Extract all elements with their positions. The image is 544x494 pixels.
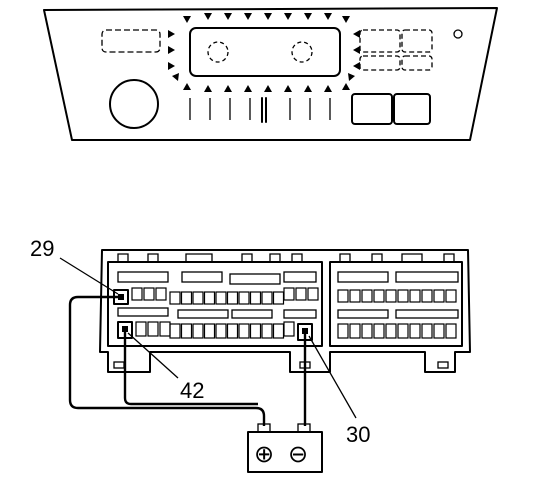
right-lower-button-b	[393, 93, 431, 125]
pin-cavity	[445, 289, 457, 303]
pin-cavity	[249, 323, 262, 339]
pin-cavity	[203, 323, 216, 339]
pin-cavity	[433, 289, 445, 303]
pin-cavity	[147, 321, 159, 337]
pin-cavity	[361, 289, 373, 303]
pin-cavity	[180, 323, 193, 339]
pin-cavity	[169, 323, 181, 339]
test-wires	[68, 295, 307, 426]
pin-cavity	[155, 287, 167, 301]
pin-cavity	[421, 323, 433, 339]
pin-cavity	[226, 291, 239, 305]
volume-knob	[109, 79, 159, 129]
pin-cavity	[361, 323, 373, 339]
leader-30	[308, 335, 357, 419]
pin-cavity	[409, 289, 421, 303]
pin-cavity	[192, 291, 204, 305]
right-mid-button-a	[359, 55, 401, 71]
pin-cavity	[337, 323, 349, 339]
pin-cavity	[249, 291, 262, 305]
pin-cavity	[295, 287, 307, 301]
leader-lines	[59, 257, 357, 419]
right-mid-button-b	[401, 55, 433, 71]
pin-cavity	[238, 323, 250, 339]
pin-cavity	[143, 287, 155, 301]
pin-cavity	[433, 323, 445, 339]
pin-cavity	[409, 323, 421, 339]
battery-body	[247, 431, 323, 473]
pin-cavity	[215, 323, 227, 339]
preset-buttons	[189, 97, 331, 123]
pin-cavity	[283, 287, 295, 301]
pin-cavity	[445, 323, 457, 339]
label-pin-29: 29	[30, 236, 54, 261]
pin-cavity	[385, 323, 397, 339]
label-pin-42: 42	[180, 378, 204, 403]
pin-cavity	[169, 291, 181, 305]
connector-pin-grid	[131, 287, 457, 339]
pin-cavity	[272, 291, 285, 305]
pin-cavity	[159, 321, 171, 337]
pin-cavity	[192, 323, 204, 339]
pin-cavity	[373, 289, 385, 303]
battery: ⊕ ⊖	[247, 423, 323, 473]
wire-pin-29-to-positive	[68, 295, 266, 426]
connector-housing	[99, 249, 471, 373]
right-upper-button-b	[401, 29, 433, 53]
pin-cavity	[349, 323, 361, 339]
pin-cavity	[135, 321, 147, 337]
pin-cavity	[261, 323, 273, 339]
pin-cavity	[385, 289, 397, 303]
pin-cavity	[261, 291, 273, 305]
pin-cavity	[203, 291, 216, 305]
pin-cavity	[397, 289, 409, 303]
right-lower-button-a	[351, 93, 393, 125]
pin-cavity	[180, 291, 193, 305]
highlight-arrows	[168, 13, 360, 92]
pin-cavity	[131, 287, 143, 301]
pin-cavity	[238, 291, 250, 305]
leader-29	[59, 257, 119, 295]
pin-cavity	[397, 323, 409, 339]
pin-cavity	[215, 291, 227, 305]
front-panel	[43, 7, 498, 141]
pin-cavity	[226, 323, 239, 339]
positive-terminal-icon: ⊕	[254, 440, 274, 468]
pin-cavity	[373, 323, 385, 339]
leader-42	[127, 332, 179, 379]
cassette-reel-left-icon	[207, 41, 229, 63]
pin-cavity	[272, 323, 285, 339]
cassette-reel-right-icon	[291, 41, 313, 63]
connector	[99, 249, 471, 373]
wire-pin-42-to-positive	[123, 330, 258, 406]
pin-cavity	[337, 289, 349, 303]
left-upper-button	[101, 29, 161, 53]
front-panel-outline	[43, 7, 498, 141]
indicator-light	[453, 29, 463, 39]
label-pin-30: 30	[346, 422, 370, 447]
negative-terminal-icon: ⊖	[288, 440, 308, 468]
pin-cavity	[283, 321, 295, 337]
pin-cavity	[421, 289, 433, 303]
right-upper-button-a	[359, 29, 401, 53]
pin-cavity	[349, 289, 361, 303]
cassette-door	[189, 27, 341, 77]
pin-cavity	[307, 287, 319, 301]
